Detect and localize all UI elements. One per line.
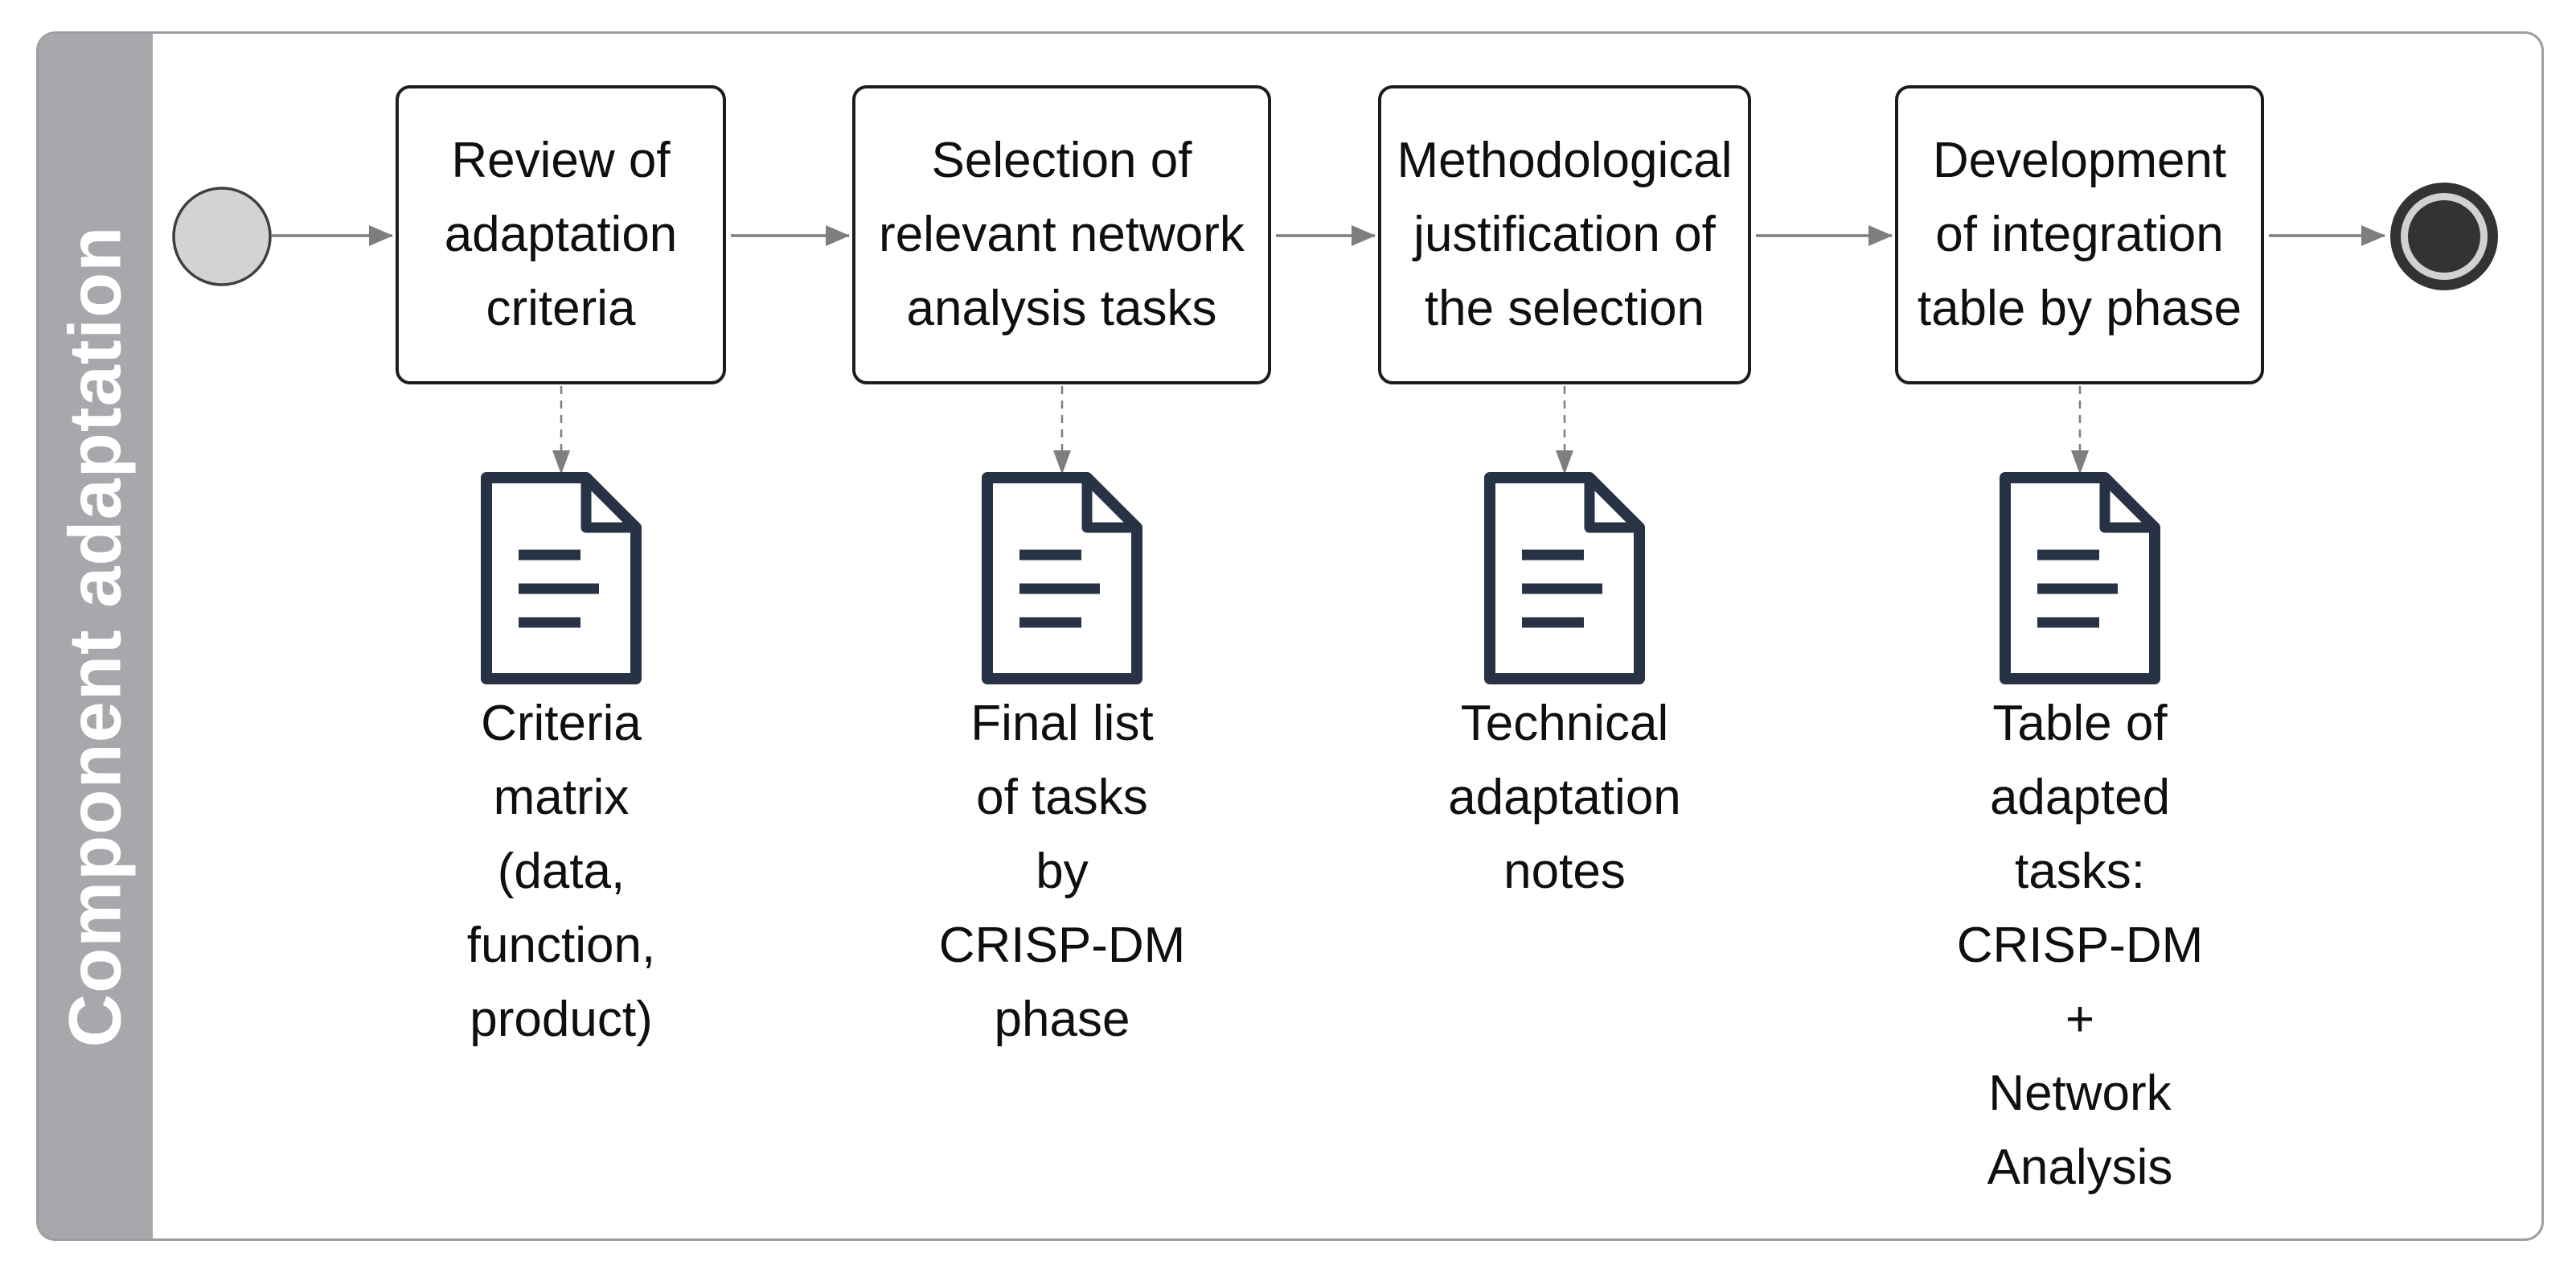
- task-label: Selection of relevant network analysis t…: [879, 133, 1245, 336]
- end-event: [2390, 183, 2498, 290]
- document-icon: [486, 478, 636, 679]
- document-icon: [2005, 478, 2155, 679]
- task-label: Methodological justification of the sele…: [1397, 133, 1733, 336]
- task-selection-of-relevant-network-analysis-tasks: Selection of relevant network analysis t…: [852, 85, 1271, 384]
- document-icon: [1490, 478, 1639, 679]
- task-review-of-adaptation-criteria: Review of adaptation criteria: [396, 85, 726, 384]
- lane-header: [39, 34, 153, 1238]
- task-development-of-integration-table-by-phase: Development of integration table by phas…: [1895, 85, 2264, 384]
- artifact-label-technical-adaptation-notes: Technical adaptation notes: [1448, 696, 1681, 899]
- artifact-label-table-of-adapted-tasks: Table of adapted tasks: CRISP-DM + Netwo…: [1956, 696, 2204, 1195]
- artifact-label-final-list-of-tasks: Final list of tasks by CRISP-DM phase: [938, 696, 1186, 1047]
- task-label: Review of adaptation criteria: [444, 133, 678, 336]
- document-icon: [987, 478, 1137, 679]
- task-methodological-justification-of-the-selection: Methodological justification of the sele…: [1378, 85, 1751, 384]
- start-event: [172, 187, 272, 286]
- artifact-label-criteria-matrix: Criteria matrix (data, function, product…: [466, 696, 656, 1047]
- task-label: Development of integration table by phas…: [1917, 133, 2242, 336]
